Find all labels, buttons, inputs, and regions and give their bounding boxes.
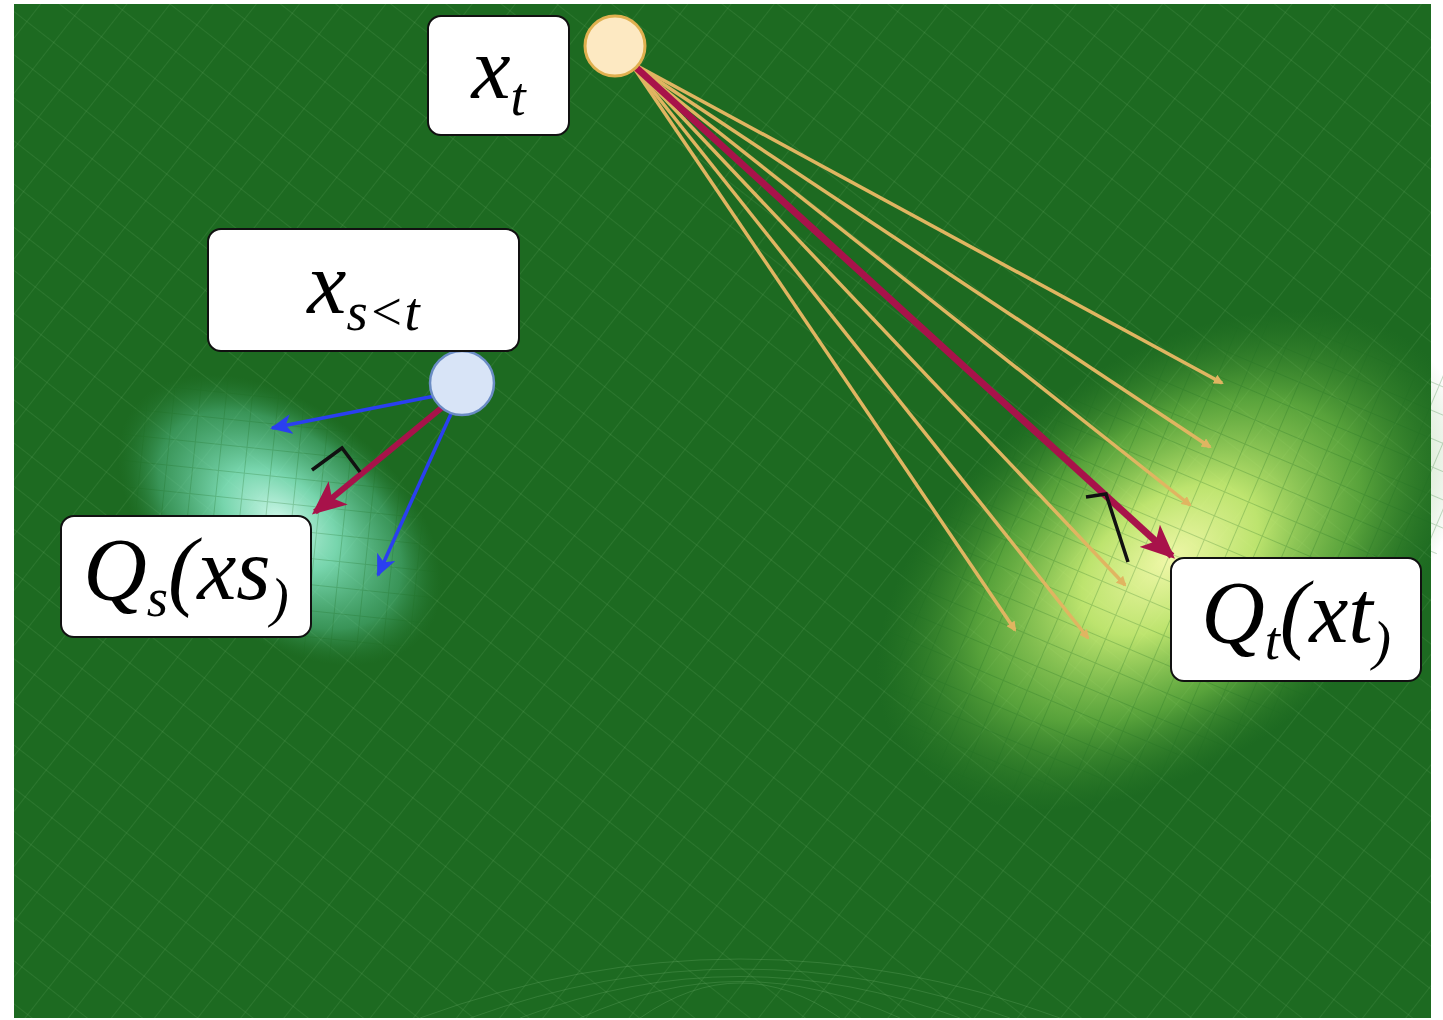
label-box: xs<t — [207, 228, 520, 352]
math-label: xt — [471, 25, 525, 125]
math-label: xs<t — [307, 240, 419, 340]
math-label: Qt(xt) — [1201, 569, 1391, 669]
label-box: Qt(xt) — [1170, 557, 1422, 682]
math-label: Qs(xs) — [83, 526, 289, 626]
label-box: xt — [427, 15, 570, 136]
label-box: Qs(xs) — [60, 515, 312, 638]
